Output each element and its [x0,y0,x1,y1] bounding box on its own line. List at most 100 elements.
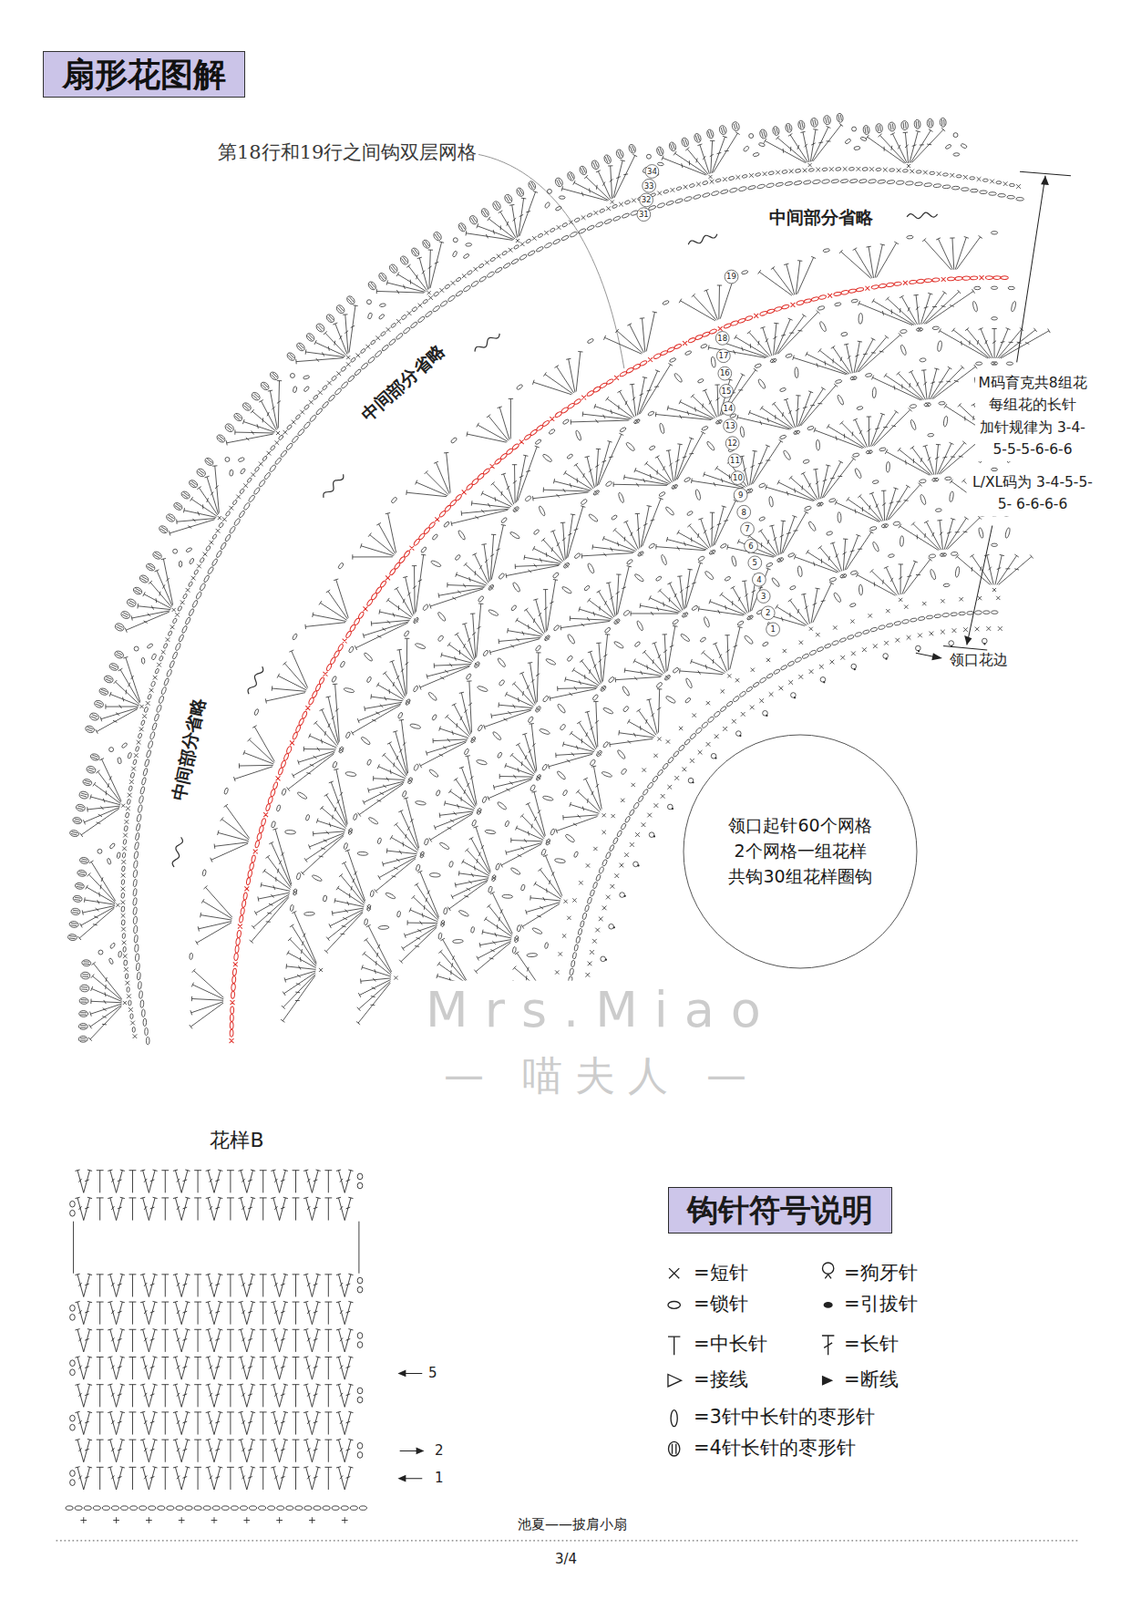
callout-arrow [915,652,935,657]
label-anchor: 11 [730,456,741,465]
label-anchor: 13 [725,421,736,431]
label-anchor: 8 [740,507,746,516]
omission-squiggle [247,666,264,694]
row-number: 1 [434,1469,444,1486]
legend-text: =中长针 [693,1332,768,1356]
row-number: 14 [722,404,733,413]
row-number: 8 [740,507,746,516]
omission-squiggle [906,212,937,218]
label-anchor: 中间部分省略 [767,206,875,228]
note-circle-outline [683,734,917,968]
row-number: 18 [717,333,728,342]
row-number: 9 [738,490,743,499]
row-number: 10 [732,473,743,483]
legend-text: =短针 [693,1261,749,1285]
page-number: 3/4 [555,1550,577,1567]
label-anchor: 10 [732,473,743,483]
crochet-chart [68,113,1051,1044]
label-anchor: L/XL码为 3-4-5-5-5- 6-6-6-6 [966,471,1100,516]
row-number: 12 [727,439,738,448]
label-anchor: 12 [727,439,738,448]
row-number: 17 [718,351,729,360]
page-title: 扇形花图解 [61,54,227,94]
legend-entry: =中长针 [693,1332,768,1356]
legend-text: =长针 [843,1332,899,1356]
legend-entry: =断线 [843,1367,899,1391]
row-number: 1 [770,625,775,634]
row-number-circle [725,436,740,451]
callout-label: 领口花边 [947,650,1010,669]
row-number-circle [642,178,657,193]
row-arrow [400,1372,423,1478]
row-number: 3 [760,592,766,601]
row-number: 6 [748,541,753,550]
label-anchor: 5 [428,1364,438,1381]
omission-note: 中间部分省略 [767,206,875,228]
label-anchor: 32 [641,195,652,205]
omission-squiggle [172,836,183,867]
row-number-circle [733,488,748,503]
legend-entry: =接线 [693,1367,749,1391]
label-anchor: 4 [756,575,761,584]
legend-text: =引拔针 [843,1292,918,1316]
row-number: 19 [726,272,737,281]
label-anchor: 18 [717,333,728,342]
legend-heading-box: 钩针符号说明 [668,1186,893,1234]
legend-entry: =狗牙针 [843,1261,918,1285]
row-number-circle [737,504,751,519]
row-number: 33 [644,181,655,190]
row-number: 5 [428,1364,438,1381]
note-circle: 领口起针60个网格 2个网格一组花样 共钩30组花样圈钩 [682,733,918,969]
legend-symbol [822,1301,833,1386]
row-number-circle [744,538,759,553]
legend-text: =断线 [843,1367,899,1391]
size-note: L/XL码为 3-4-5-5-5- 6-6-6-6 [966,471,1100,516]
label-anchor: M码育克共8组花 每组花的长针 加针规律为 3-4-5-5-5-6-6-6 [975,371,1090,462]
row-number: 11 [730,456,741,465]
row-number: 32 [641,195,652,205]
row-number-circle [760,606,775,620]
label-anchor: 5 [752,558,758,567]
omission-note: 中间部分省略 [356,339,451,427]
page-footer: 池夏——披肩小扇 [517,1515,628,1532]
row-number-circle [721,401,736,416]
row-number-circle [715,331,730,346]
omission-note: 中间部分省略 [167,694,211,804]
callout-arrowhead [931,652,943,660]
label-anchor: 3 [760,592,766,601]
leader-note: 第18行和19行之间钩双层网格 [215,141,479,165]
legend-entry: =4针长针的枣形针 [693,1436,856,1460]
legend-text: =3针中长针的枣形针 [693,1405,875,1429]
row-number-circle [723,419,738,433]
legend-entry: =3针中长针的枣形针 [693,1405,875,1429]
row-number-circle [752,572,767,587]
row-number: 7 [744,524,750,534]
row-number-circle [639,193,654,207]
label-anchor: 31 [638,210,649,219]
row-number-circle [756,589,771,604]
label-anchor: Mrs.Miao [423,980,780,1040]
label-anchor: 1 [770,625,775,634]
slip-stitch-dots [599,642,987,993]
label-anchor: 19 [726,272,737,281]
legend-entry: =引拔针 [843,1292,918,1316]
legend-entry: =长针 [843,1332,899,1356]
row-number: 31 [638,210,649,219]
omission-squiggle [688,234,718,245]
row-number: 15 [721,386,732,395]
section-title: 花样B [209,1128,264,1152]
pattern-b-stitches [65,1169,367,1523]
legend-heading: 钩针符号说明 [687,1191,874,1229]
row-number-circle [724,269,739,284]
red-mesh-row [229,275,1009,1043]
label-anchor: 7 [744,524,750,534]
row-number-circle [730,471,745,485]
row-number-circle [637,207,651,222]
label-anchor: 16 [719,369,731,378]
legend-text: =狗牙针 [843,1261,918,1285]
label-anchor: 2 [765,608,771,617]
legend-entry: =短针 [693,1261,749,1285]
label-anchor: 17 [718,351,729,360]
legend-text: =接线 [693,1367,749,1391]
row-number: 5 [752,558,758,567]
